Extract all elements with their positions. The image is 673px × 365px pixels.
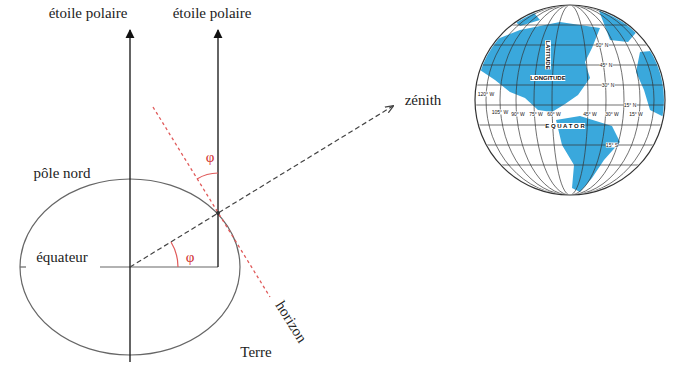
axis-label: LONGITUDE [530,75,565,81]
parallel-line [470,25,670,26]
globe [470,5,670,195]
degree-label: 30° N [602,83,615,88]
meridian-line [516,5,624,195]
degree-label: 75° W [529,112,543,117]
polar-axis-arrow [129,30,130,362]
equator-line [20,266,26,267]
degree-label: 45° N [600,63,613,68]
meridian-line [534,5,606,195]
horizon-label: horizon [272,299,309,346]
degree-label: 30° W [605,112,619,117]
polar-star-arrow [217,30,218,267]
degree-label: 60° N [596,43,609,48]
equator-label: E Q U A T O R [545,123,585,129]
meridian-line [552,5,588,195]
parallel-line [470,145,670,146]
parallel-line [470,165,670,166]
star-label: étoile polaire [49,6,128,21]
degree-label: 45° W [583,112,597,117]
equator-label: équateur [36,250,88,265]
meridian-line [486,5,654,195]
observer-point [216,211,220,215]
meridian-line [570,5,571,195]
degree-label: 120° W [478,92,494,97]
axis-label: LATITUDE [545,40,551,69]
zenith-line [130,106,393,267]
degree-label: 60° W [547,112,561,117]
degree-label: 15° W [629,112,643,117]
parallel-line [470,45,670,46]
angle-label: φ [206,150,215,165]
parallel-line [470,65,670,66]
angle-arc [171,242,178,267]
degree-label: 105° W [492,110,508,115]
degree-label: 90° W [511,112,525,117]
horizon-line [153,107,270,297]
pole-label: pôle nord [33,166,90,181]
angle-arc [197,173,218,179]
degree-label: 15° N [624,103,637,108]
earth-label: Terre [240,345,271,360]
star-label: étoile polaire [173,6,252,21]
equator-line [100,266,218,267]
meridian-line [500,5,640,195]
zenith-label: zénith [405,93,442,108]
parallel-line [470,85,670,86]
angle-label: φ [186,250,195,265]
degree-label: 15° S [606,143,618,148]
